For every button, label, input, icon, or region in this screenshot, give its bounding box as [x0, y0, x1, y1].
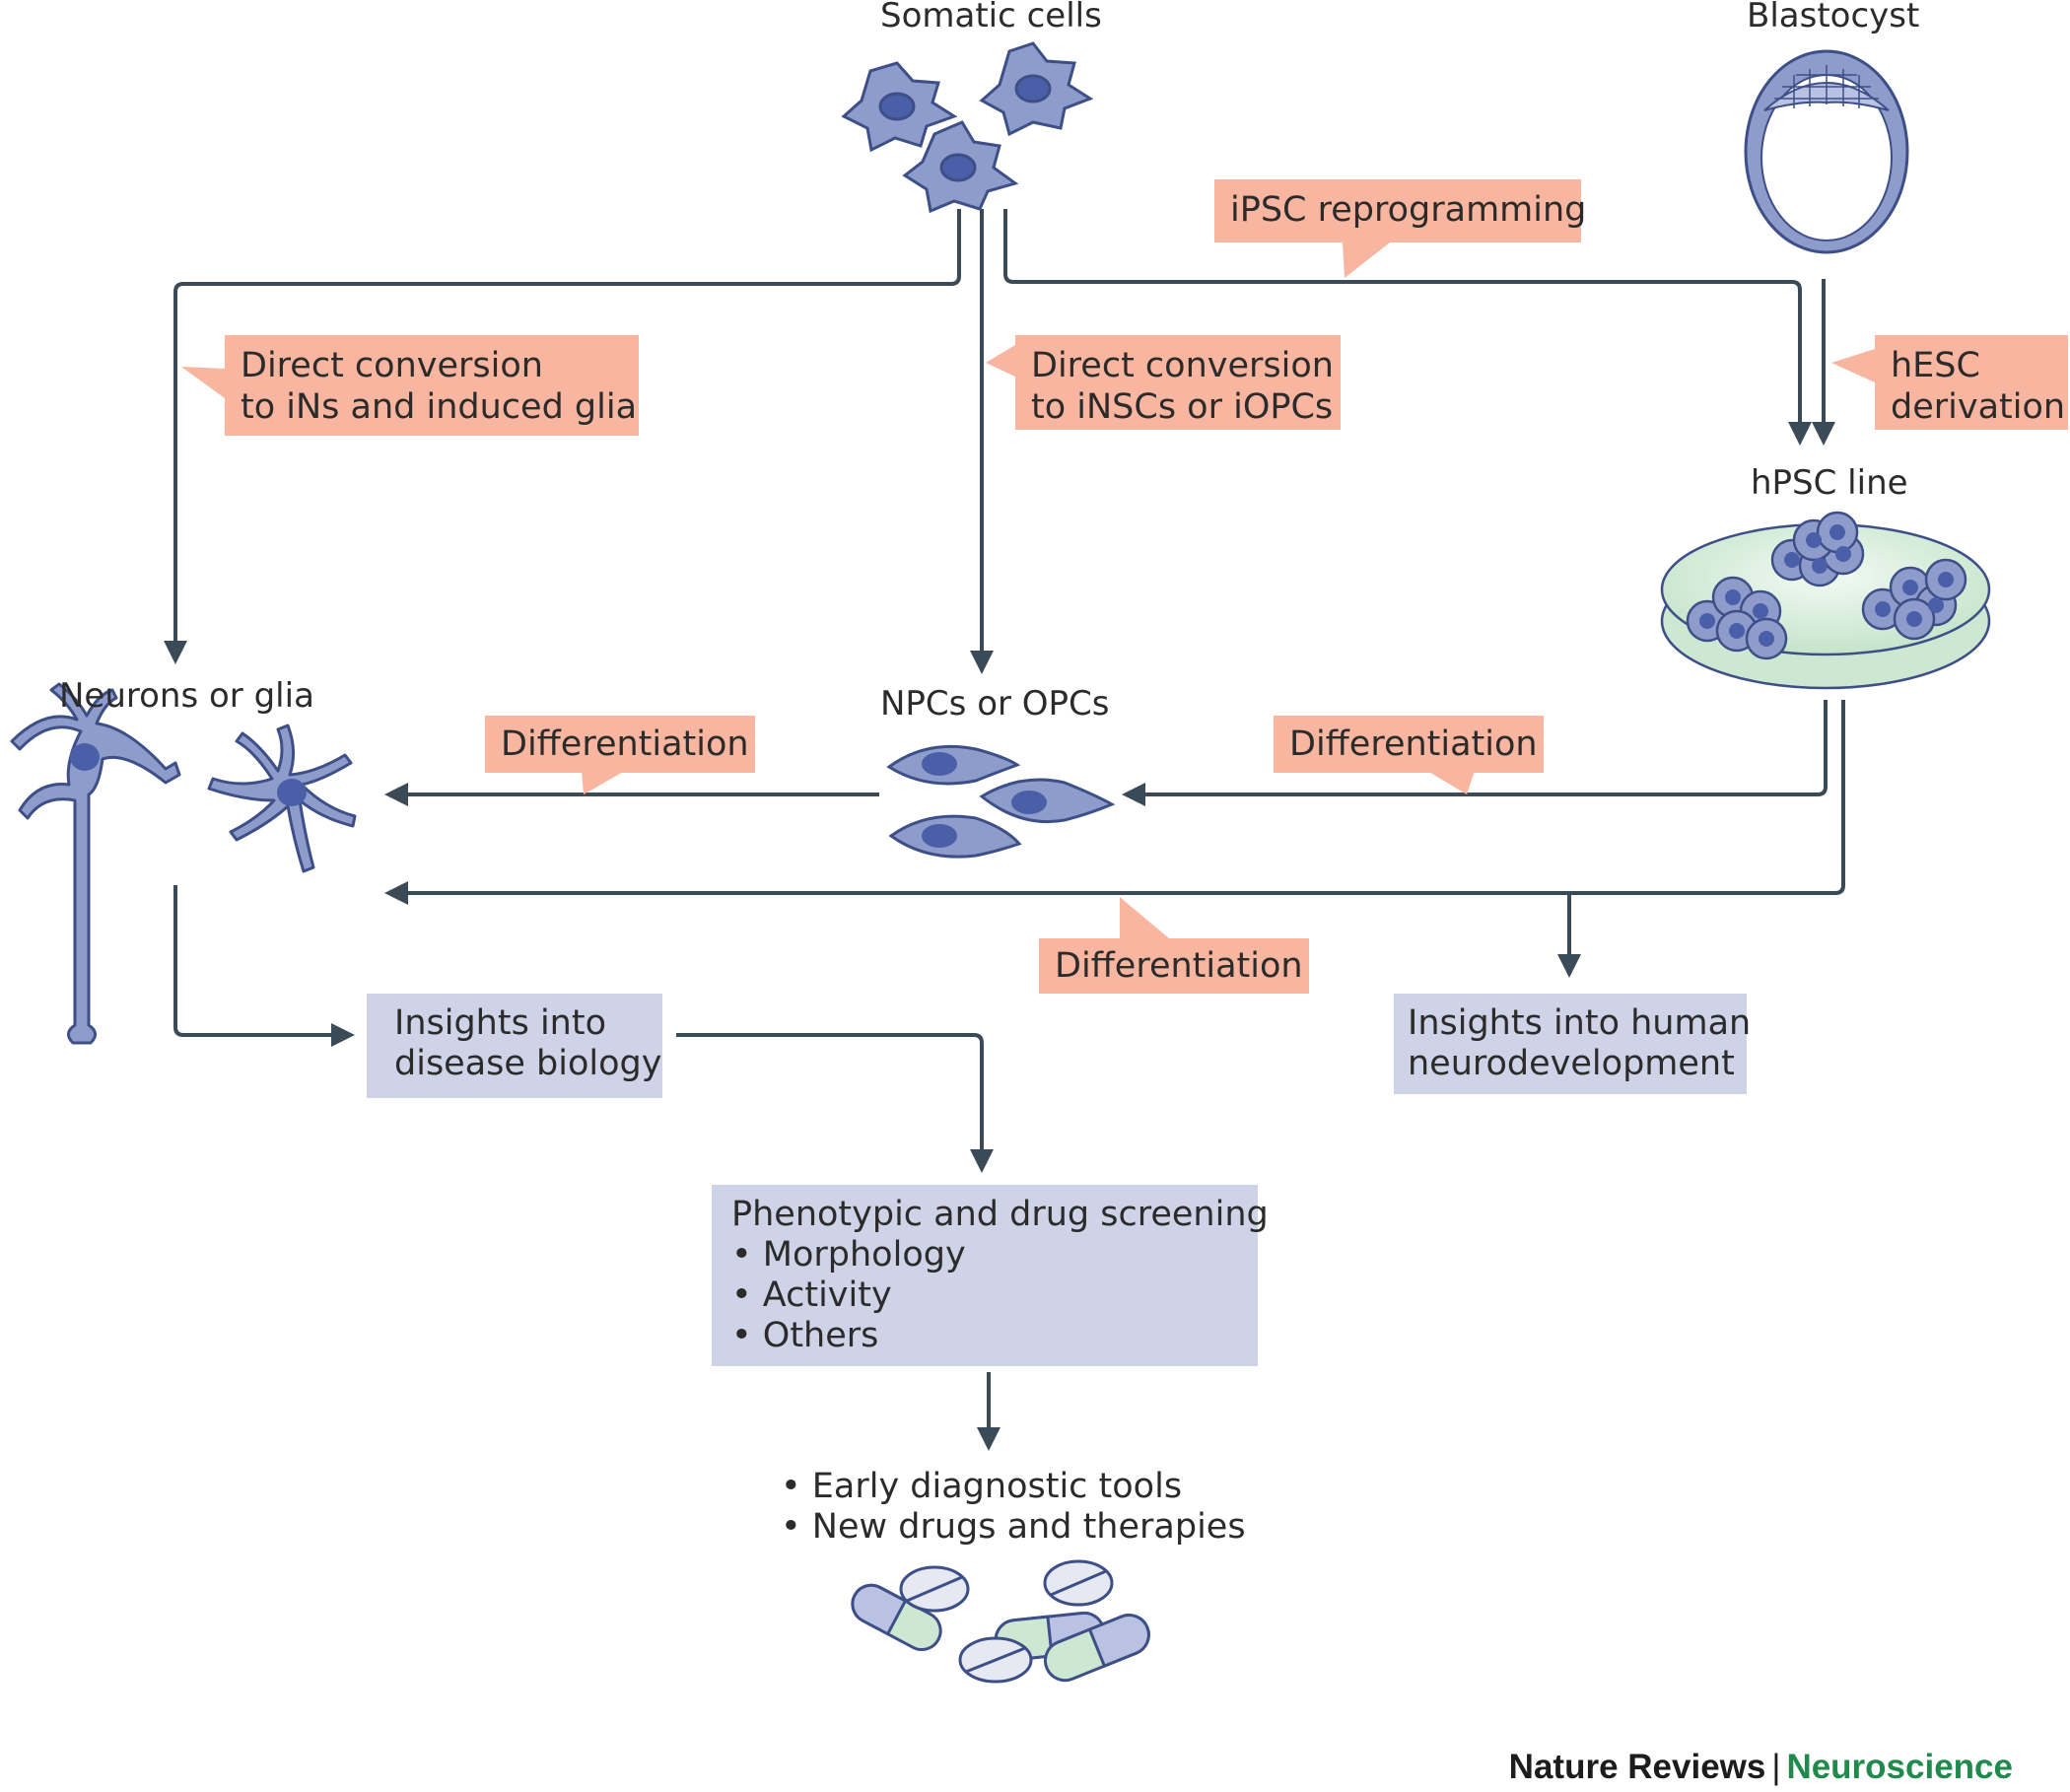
callout-text: Differentiation — [1055, 946, 1303, 986]
screening-title: Phenotypic and drug screening — [731, 1195, 1269, 1234]
callout-tail-direct-neurons — [181, 367, 225, 398]
arrow-hpsc-to-neurons — [384, 700, 1845, 905]
neurons-or-glia-label: Neurons or glia — [59, 676, 314, 716]
callout-text: Differentiation — [501, 724, 749, 764]
arrow-disease-biology-to-screening — [676, 1033, 994, 1173]
hpsc-dish-illustration — [1660, 511, 1991, 690]
pills-illustration — [851, 1559, 1150, 1684]
callout-text-line-2: derivation — [1891, 387, 2066, 427]
callout-text-line-2: to iNSCs or iOPCs — [1031, 387, 1334, 427]
journal-credit: Nature Reviews|Neuroscience — [1509, 1748, 2013, 1787]
journal-section: Neuroscience — [1786, 1748, 2013, 1786]
callout-text-line-1: hESC — [1891, 346, 1980, 385]
somatic-cells-label: Somatic cells — [880, 0, 1102, 35]
callout-tail-diff-left — [582, 771, 625, 794]
hesc-derivation-callout: hESC derivation — [1875, 335, 2068, 430]
blastocyst-label: Blastocyst — [1747, 0, 1920, 35]
differentiation-npc-to-neurons-callout: Differentiation — [485, 716, 755, 773]
screening-box: Phenotypic and drug screening • Morpholo… — [712, 1185, 1269, 1366]
callout-text-line-1: Direct conversion — [1031, 346, 1334, 385]
arrow-hpsc-to-npcs — [1122, 700, 1828, 806]
blastocyst-illustration — [1744, 49, 1909, 254]
outcome-text-line-1: Insights into human — [1408, 1003, 1752, 1043]
application-item: New drugs and therapies — [781, 1507, 1246, 1548]
somatic-cells-illustration — [841, 41, 1094, 214]
outcome-text-line-2: neurodevelopment — [1408, 1044, 1735, 1083]
callout-text: Differentiation — [1289, 724, 1538, 764]
npcs-or-opcs-label: NPCs or OPCs — [880, 684, 1110, 724]
callout-tail-diff-bottom — [1120, 897, 1169, 938]
callout-tail-hesc — [1831, 349, 1875, 382]
arrow-neurons-to-disease-biology — [173, 885, 355, 1047]
arrow-somatic-to-hpsc — [1003, 209, 1812, 446]
callout-tail-direct-progenitors — [986, 345, 1015, 377]
screening-item-text: Others — [762, 1316, 879, 1355]
callout-text: iPSC reprogramming — [1230, 190, 1587, 230]
neurodevelopment-box: Insights into human neurodevelopment — [1394, 994, 1752, 1094]
callout-text-line-1: Direct conversion — [241, 346, 543, 385]
outcome-text-line-2: disease biology — [394, 1044, 662, 1083]
direct-conversion-neurons-callout: Direct conversion to iNs and induced gli… — [225, 335, 639, 436]
callout-tail-diff-right — [1427, 771, 1475, 794]
outcome-text-line-1: Insights into — [394, 1003, 606, 1043]
arrow-somatic-to-neurons — [164, 209, 961, 664]
credit-separator: | — [1771, 1748, 1781, 1786]
ipsc-reprogramming-callout: iPSC reprogramming — [1214, 179, 1587, 242]
npcs-opcs-illustration — [886, 744, 1116, 859]
screening-item-text: Morphology — [762, 1235, 966, 1275]
neurons-glia-illustration — [10, 682, 357, 1045]
hpsc-line-label: hPSC line — [1751, 463, 1908, 503]
screening-item: • Others — [731, 1316, 879, 1355]
callout-tail-ipsc — [1343, 242, 1390, 278]
callout-text-line-2: to iNs and induced glia — [241, 387, 638, 427]
direct-conversion-progenitors-callout: Direct conversion to iNSCs or iOPCs — [1015, 335, 1341, 430]
screening-item-text: Activity — [762, 1275, 892, 1315]
application-item: Early diagnostic tools — [781, 1467, 1246, 1507]
screening-item: • Activity — [731, 1275, 892, 1315]
applications-list: Early diagnostic tools New drugs and the… — [781, 1467, 1246, 1548]
screening-item: • Morphology — [731, 1235, 966, 1275]
differentiation-hpsc-to-npc-callout: Differentiation — [1274, 716, 1544, 773]
disease-biology-box: Insights into disease biology — [367, 994, 662, 1098]
journal-name: Nature Reviews — [1508, 1748, 1766, 1786]
differentiation-hpsc-to-neurons-callout: Differentiation — [1039, 938, 1309, 994]
